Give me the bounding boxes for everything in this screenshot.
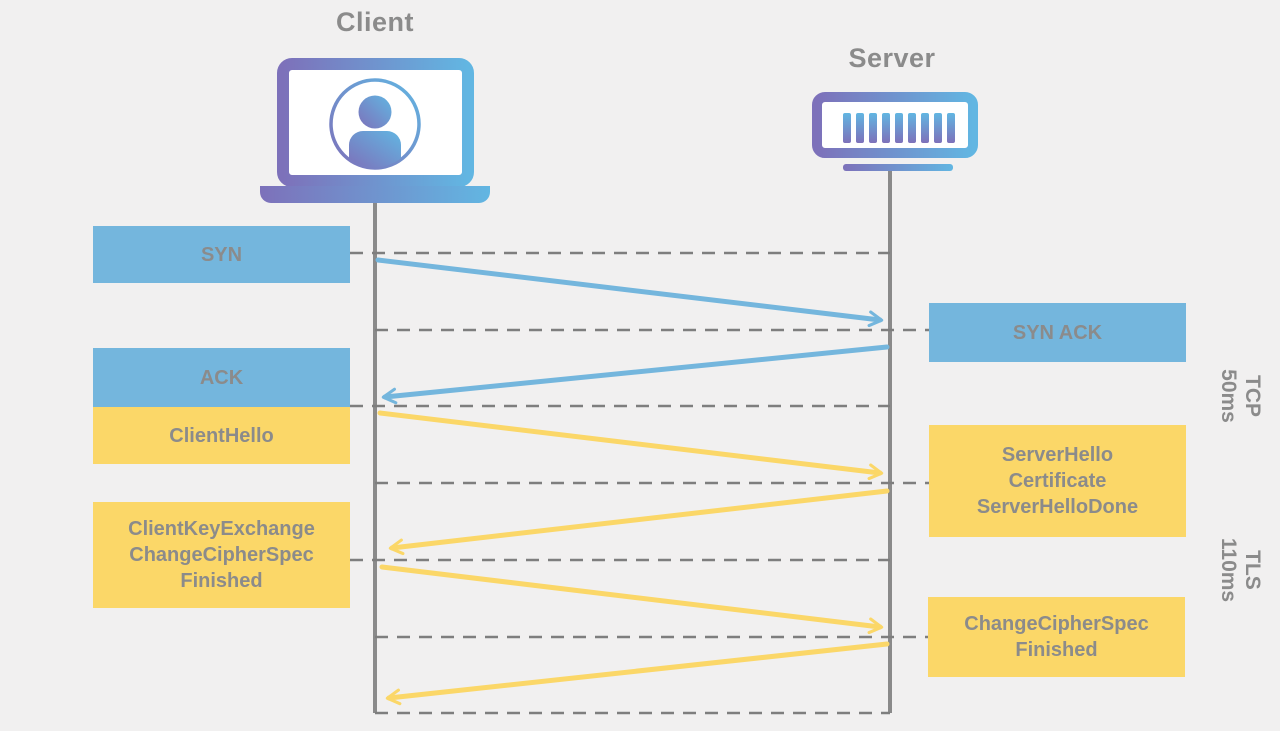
arrow-client-key: [379, 564, 884, 635]
phase-label-tls: TLS 110ms: [1214, 510, 1266, 630]
message-box-client-key-exchange: ClientKeyExchange ChangeCipherSpec Finis…: [93, 502, 350, 608]
message-label: Finished: [180, 570, 263, 592]
message-label: ServerHelloDone: [976, 496, 1139, 518]
server-base-bar: [843, 164, 953, 171]
message-label: ChangeCipherSpec: [129, 544, 314, 566]
arrow-server-hello: [388, 488, 890, 556]
server-rack-icon: [812, 92, 978, 171]
arrow-syn: [375, 257, 884, 328]
message-label: Finished: [1015, 639, 1098, 661]
laptop-user-icon: [260, 58, 490, 203]
message-arrows: [375, 257, 890, 706]
arrow-syn-ack: [381, 344, 890, 405]
server-title: Server: [848, 43, 936, 73]
message-box-client-hello: ClientHello: [93, 407, 350, 464]
user-body: [349, 131, 401, 167]
message-box-ack: ACK: [93, 348, 350, 407]
message-box-syn: SYN: [93, 226, 350, 283]
message-label: ACK: [199, 366, 244, 389]
message-label: SYN ACK: [1012, 321, 1103, 344]
phase-duration: 50ms: [1217, 369, 1240, 423]
message-label: Certificate: [1008, 470, 1107, 492]
message-label: ServerHello: [1001, 444, 1114, 466]
user-head: [358, 95, 392, 129]
laptop-base: [260, 186, 490, 203]
phase-duration: 110ms: [1217, 537, 1240, 603]
message-label: SYN: [200, 243, 243, 266]
phase-name: TCP: [1241, 375, 1264, 417]
time-gridlines: [350, 251, 929, 715]
message-box-server-finish: ChangeCipherSpec Finished: [928, 597, 1185, 677]
arrow-server-finish: [385, 641, 890, 706]
message-label: ChangeCipherSpec: [964, 613, 1149, 635]
arrow-client-hello: [377, 410, 884, 481]
client-title: Client: [335, 7, 414, 37]
message-box-server-hello: ServerHello Certificate ServerHelloDone: [929, 425, 1186, 537]
message-box-syn-ack: SYN ACK: [929, 303, 1186, 362]
message-label: ClientKeyExchange: [128, 518, 315, 540]
phase-name: TLS: [1241, 550, 1264, 590]
phase-label-tcp: TCP 50ms: [1214, 336, 1266, 456]
message-label: ClientHello: [169, 424, 274, 447]
